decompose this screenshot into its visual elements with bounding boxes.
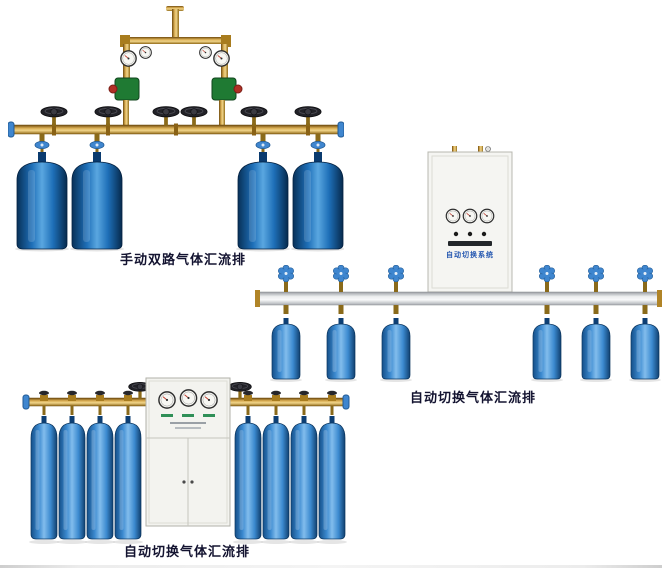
- door-handle: [182, 480, 186, 484]
- pressure-gauge-icon: [179, 389, 198, 407]
- gas-cylinder: [326, 318, 356, 380]
- blue-handwheel: [387, 265, 405, 282]
- blue-handwheel: [587, 265, 605, 282]
- gas-cylinder: [290, 416, 318, 540]
- gas-cylinder: [16, 152, 68, 250]
- pressure-regulator-left: [108, 46, 152, 128]
- pipe-end-cap: [8, 121, 15, 138]
- control-cabinet: [427, 146, 513, 293]
- gas-cylinder: [581, 318, 611, 380]
- gas-cylinder: [234, 416, 262, 540]
- page-bottom-edge: [0, 565, 662, 568]
- pipe-end-cap: [337, 121, 344, 138]
- indicator-button: [453, 231, 459, 237]
- cylinder-valve-cap: [34, 141, 50, 153]
- gas-cylinder: [114, 416, 142, 540]
- pressure-gauge-icon: [199, 46, 212, 59]
- pressure-gauge-icon: [445, 208, 461, 224]
- pressure-gauge-icon: [158, 391, 176, 409]
- pressure-regulator-right: [199, 46, 243, 128]
- gas-cylinder: [271, 318, 301, 380]
- gas-cylinder: [71, 152, 123, 250]
- handwheel-valve: [240, 106, 268, 126]
- gas-cylinders: [29, 416, 347, 544]
- door-handle: [190, 480, 194, 484]
- mini-valves: [39, 381, 337, 415]
- control-cabinet: [145, 377, 231, 527]
- caption-auto-switch-right: 自动切换气体汇流排: [409, 390, 536, 405]
- gas-cylinder: [630, 318, 660, 380]
- handwheel-valve: [152, 106, 180, 126]
- handwheel-valve: [294, 106, 322, 126]
- blue-handwheel: [538, 265, 556, 282]
- pressure-gauge-icon: [213, 50, 230, 67]
- pipe-end-cap: [342, 394, 350, 410]
- vent-louver: [448, 241, 492, 246]
- silver-manifold-pipe: [255, 290, 662, 307]
- gas-cylinder: [318, 416, 346, 540]
- handwheel-valve: [180, 106, 208, 126]
- figure-manual-dual-manifold-photo: [8, 6, 344, 252]
- handwheel-valve: [94, 106, 122, 126]
- indicator-button: [481, 231, 487, 237]
- handwheel-valve: [40, 106, 68, 126]
- gas-cylinder: [381, 318, 411, 380]
- pressure-gauge-icon: [462, 208, 478, 224]
- pressure-gauge-icon: [200, 391, 218, 409]
- pipe-end-cap: [22, 394, 30, 410]
- gas-cylinder: [532, 318, 562, 380]
- blue-handwheel: [277, 265, 295, 282]
- cylinder-valve-cap: [89, 141, 105, 153]
- pressure-gauge-icon: [120, 50, 137, 67]
- caption-auto-switch-bottom: 自动切换气体汇流排: [123, 544, 250, 559]
- gas-cylinders: [270, 318, 661, 382]
- figure-auto-switch-manifold-right-photo: [255, 146, 662, 382]
- blue-valve-knobs: [277, 265, 654, 292]
- caption-manual-dual-manifold: 手动双路气体汇流排: [119, 252, 246, 267]
- pressure-gauge-icon: [139, 46, 152, 59]
- blue-handwheel: [636, 265, 654, 282]
- indicator-button: [467, 231, 473, 237]
- shutoff-handwheels: [40, 106, 322, 126]
- cabinet-label: 自动切换系统: [446, 252, 494, 259]
- gas-cylinder: [58, 416, 86, 540]
- gas-cylinders: [15, 152, 344, 252]
- gas-cylinder: [30, 416, 58, 540]
- brass-manifold-pipe: [8, 121, 344, 138]
- cylinder-connections: [283, 305, 648, 314]
- pressure-gauge-icon: [479, 208, 495, 224]
- gas-cylinder: [86, 416, 114, 540]
- figure-auto-switch-manifold-bottom-photo: [22, 377, 350, 544]
- blue-handwheel: [332, 265, 350, 282]
- cylinder-connections: [34, 134, 326, 153]
- gas-cylinder: [262, 416, 290, 540]
- top-inlet-assembly: [120, 6, 231, 84]
